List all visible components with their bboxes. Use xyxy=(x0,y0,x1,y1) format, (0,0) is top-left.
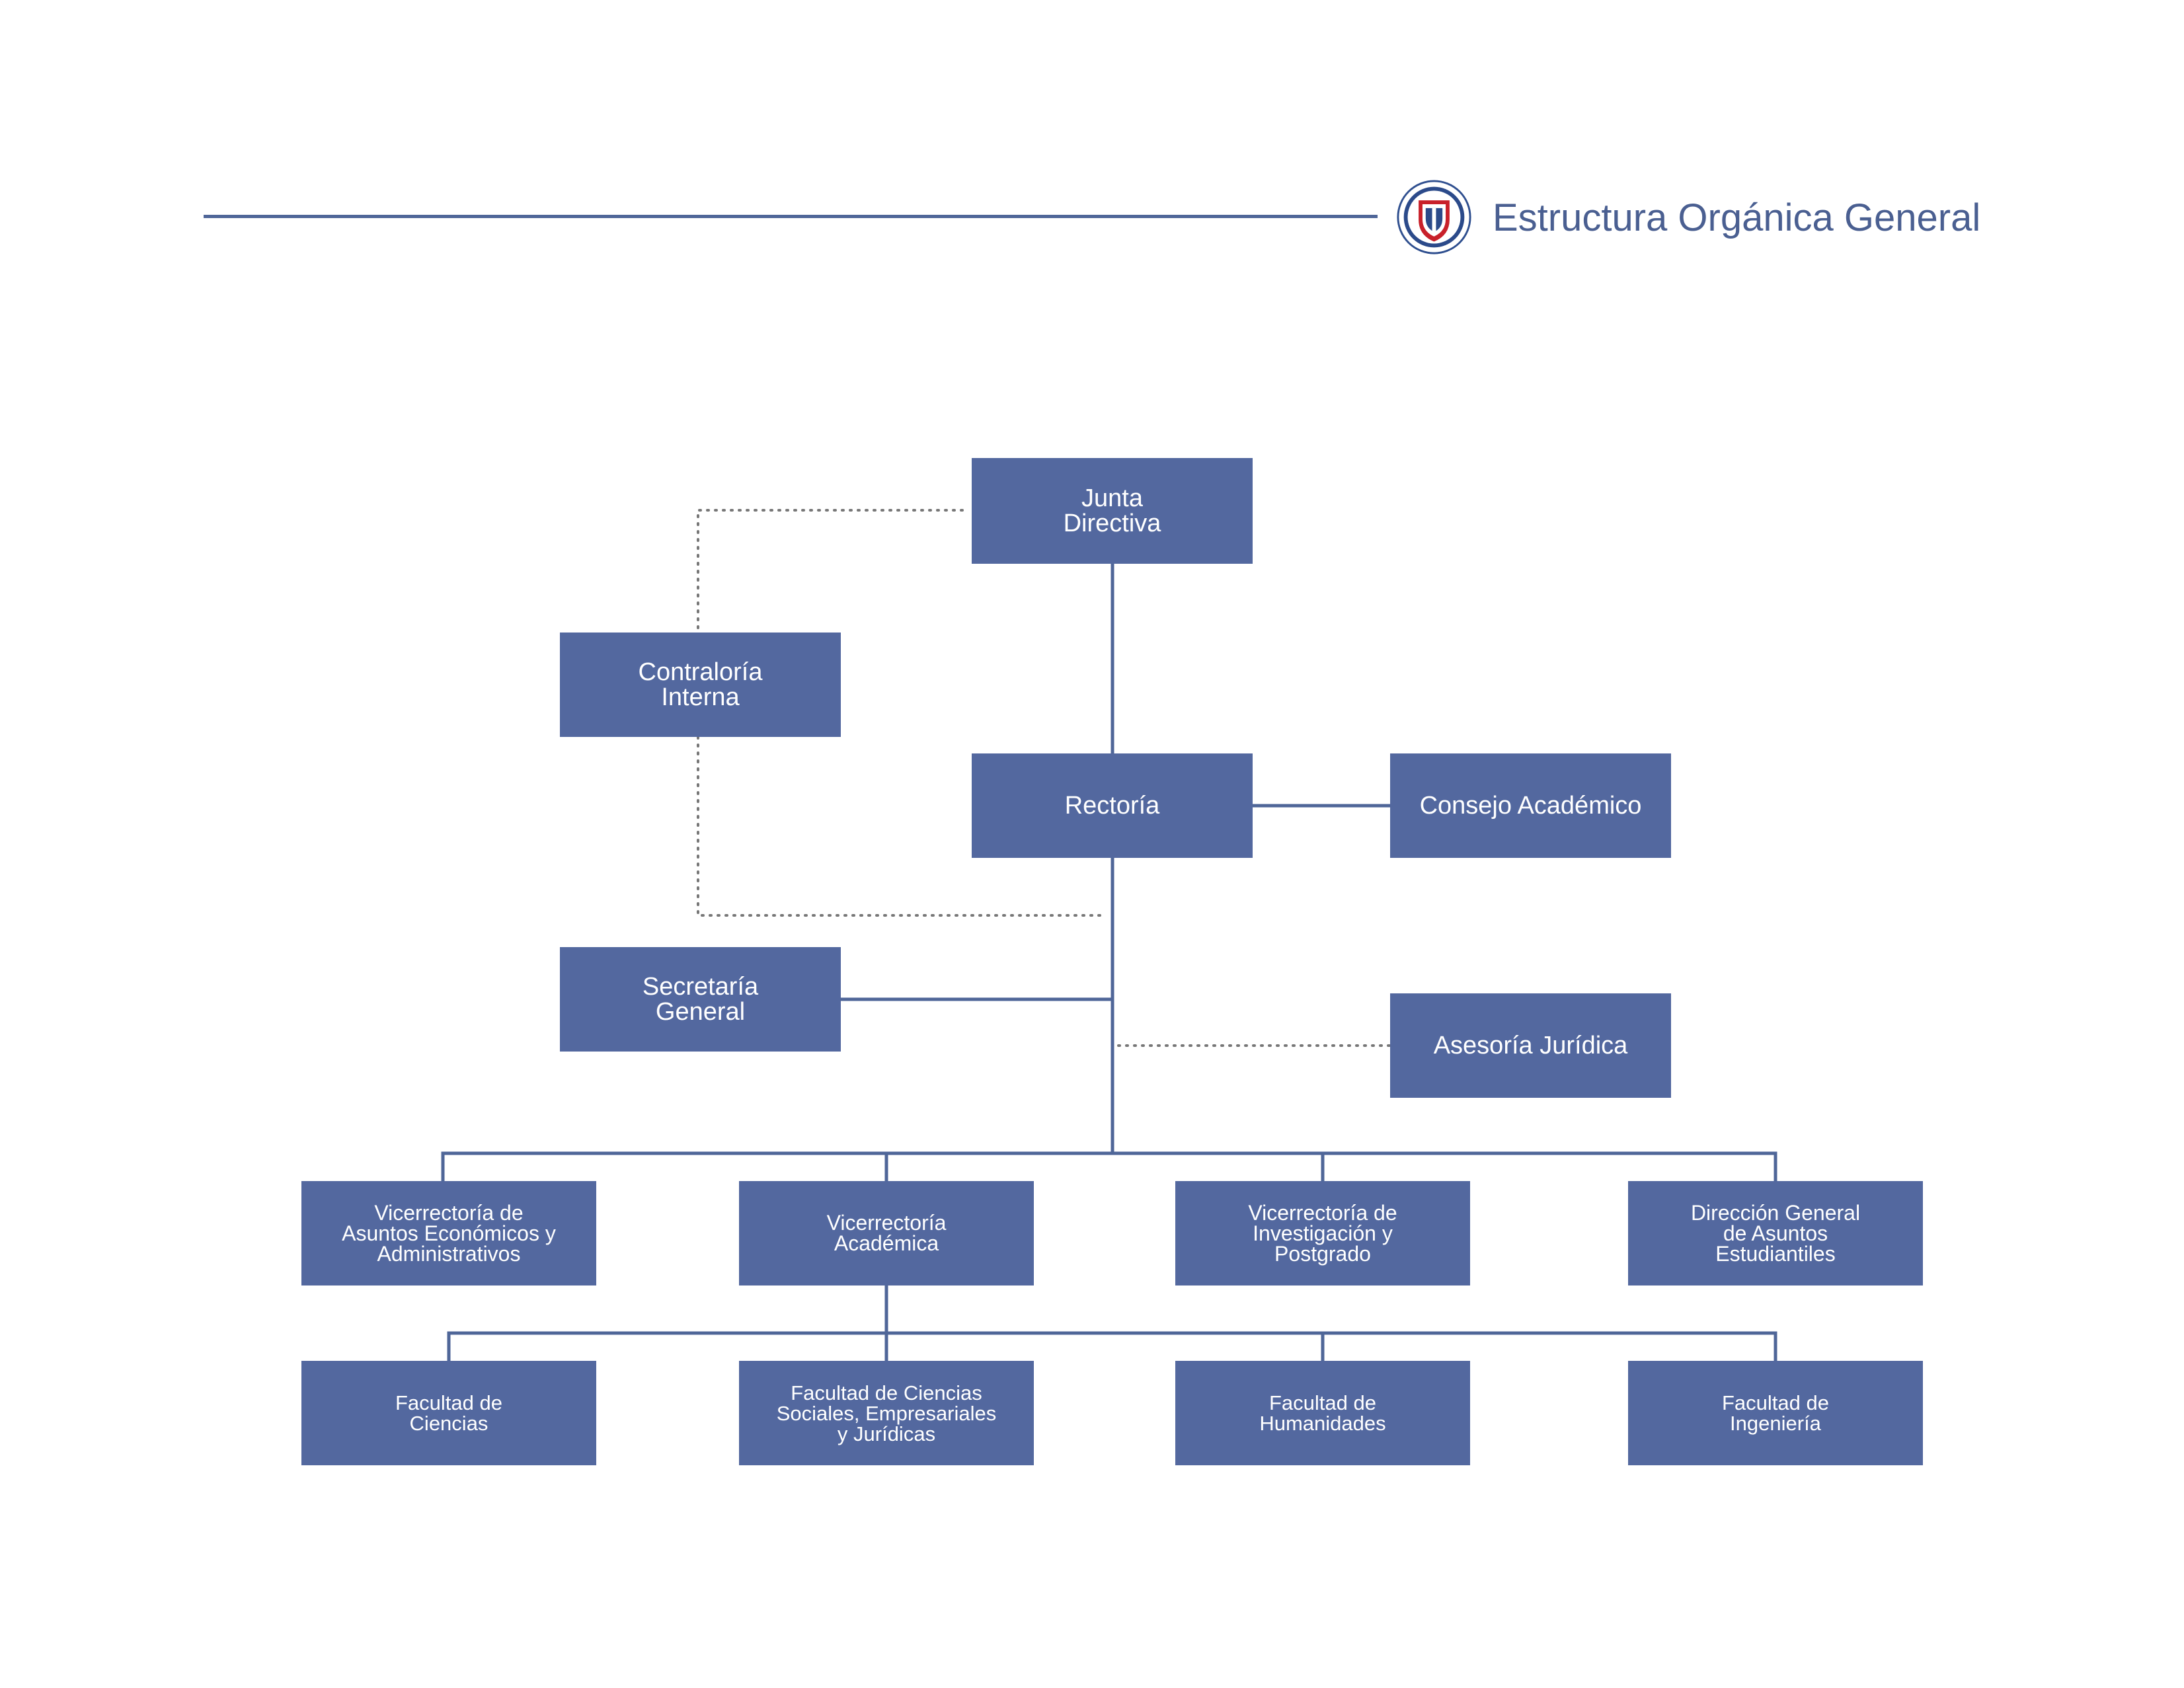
node-label: Vicerrectoría de Asuntos Económicos y Ad… xyxy=(342,1200,556,1266)
node-label: Facultad de Humanidades xyxy=(1259,1391,1386,1435)
node-label: Contraloría Interna xyxy=(638,658,763,711)
node-facultad-ciencias: Facultad de Ciencias xyxy=(301,1361,596,1465)
node-label: Vicerrectoría Académica xyxy=(826,1211,947,1255)
node-contraloria-interna: Contraloría Interna xyxy=(560,633,841,737)
node-label: Asesoría Jurídica xyxy=(1433,1032,1628,1059)
header-rule xyxy=(204,215,1378,218)
node-label: Vicerrectoría de Investigación y Postgra… xyxy=(1248,1200,1397,1266)
node-label: Secretaría General xyxy=(642,973,759,1026)
node-label: Rectoría xyxy=(1064,792,1160,820)
node-vicerrectoria-asuntos-economicos: Vicerrectoría de Asuntos Económicos y Ad… xyxy=(301,1181,596,1285)
page-title: Estructura Orgánica General xyxy=(1493,196,1981,239)
node-facultad-ingenieria: Facultad de Ingeniería xyxy=(1628,1361,1923,1465)
node-junta-directiva: Junta Directiva xyxy=(972,458,1253,564)
node-rectoria: Rectoría xyxy=(972,753,1253,858)
node-label: Facultad de Ingeniería xyxy=(1722,1391,1829,1435)
node-facultad-ciencias-sociales: Facultad de Ciencias Sociales, Empresari… xyxy=(739,1361,1034,1465)
node-label: Consejo Académico xyxy=(1419,792,1642,820)
node-label: Facultad de Ciencias xyxy=(395,1391,502,1435)
node-asesoria-juridica: Asesoría Jurídica xyxy=(1390,993,1671,1098)
node-label: Junta Directiva xyxy=(1063,484,1161,537)
node-vicerrectoria-academica: Vicerrectoría Académica xyxy=(739,1181,1034,1285)
dotted-junta-contraloria xyxy=(697,509,964,634)
node-secretaria-general: Secretaría General xyxy=(560,947,841,1052)
university-seal-icon xyxy=(1397,180,1471,254)
node-label: Dirección General de Asuntos Estudiantil… xyxy=(1690,1200,1861,1266)
node-facultad-humanidades: Facultad de Humanidades xyxy=(1175,1361,1470,1465)
node-label: Facultad de Ciencias Sociales, Empresari… xyxy=(776,1381,997,1445)
node-consejo-academico: Consejo Académico xyxy=(1390,753,1671,858)
node-direccion-asuntos-estudiantiles: Dirección General de Asuntos Estudiantil… xyxy=(1628,1181,1923,1285)
node-vicerrectoria-investigacion: Vicerrectoría de Investigación y Postgra… xyxy=(1175,1181,1470,1285)
